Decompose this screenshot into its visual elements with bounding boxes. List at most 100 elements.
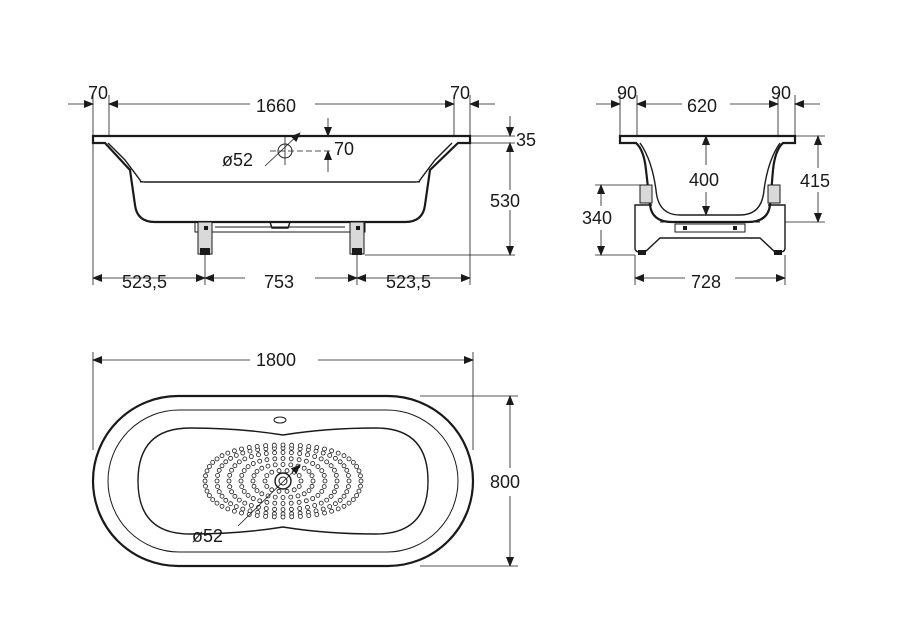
massage-dot bbox=[297, 451, 303, 456]
massage-dot bbox=[310, 461, 316, 466]
massage-dot bbox=[356, 488, 362, 494]
massage-dot bbox=[264, 473, 270, 479]
massage-dot bbox=[256, 452, 261, 458]
massage-dot bbox=[358, 483, 363, 489]
side-tub-inner bbox=[107, 142, 453, 183]
massage-dot bbox=[206, 493, 212, 498]
top-length-label: 1800 bbox=[256, 350, 296, 370]
massage-dot bbox=[297, 514, 303, 519]
massage-dot bbox=[265, 463, 271, 469]
massage-dot bbox=[345, 472, 351, 478]
end-leg-height-label: 340 bbox=[582, 208, 612, 228]
massage-dot bbox=[312, 454, 318, 459]
massage-dot bbox=[295, 493, 301, 499]
massage-dot bbox=[301, 491, 307, 497]
massage-dot bbox=[272, 456, 278, 462]
massage-dot bbox=[241, 488, 247, 494]
massage-dot bbox=[337, 497, 343, 503]
massage-dot bbox=[297, 506, 303, 511]
massage-dot bbox=[358, 473, 363, 479]
massage-dot bbox=[242, 456, 248, 462]
massage-dot bbox=[296, 499, 302, 505]
massage-dot bbox=[280, 442, 286, 448]
massage-dot bbox=[271, 442, 277, 448]
massage-dot bbox=[303, 498, 309, 504]
massage-dot bbox=[289, 514, 295, 520]
top-tub-rim bbox=[107, 409, 459, 553]
massage-dot bbox=[264, 499, 270, 505]
massage-dot bbox=[242, 500, 248, 506]
massage-dot bbox=[312, 503, 318, 508]
side-legs bbox=[194, 221, 366, 255]
end-tub-inner bbox=[639, 142, 781, 216]
massage-dot bbox=[318, 456, 324, 462]
massage-dot bbox=[223, 459, 229, 465]
massage-dot bbox=[341, 463, 347, 469]
massage-dot bbox=[231, 448, 237, 454]
massage-dot bbox=[271, 514, 277, 520]
massage-dot bbox=[250, 461, 256, 466]
massage-dot bbox=[331, 489, 337, 495]
top-overflow bbox=[273, 416, 287, 424]
massage-dot bbox=[341, 453, 347, 459]
massage-dot bbox=[344, 467, 350, 473]
massage-dot bbox=[259, 465, 265, 471]
top-tub-outer bbox=[91, 394, 475, 568]
massage-dot bbox=[251, 473, 257, 479]
massage-dot bbox=[296, 483, 302, 489]
massage-dot bbox=[288, 450, 294, 456]
massage-dot bbox=[310, 478, 316, 484]
massage-dot bbox=[322, 478, 328, 484]
massage-dot bbox=[272, 506, 278, 512]
massage-dot bbox=[335, 506, 341, 512]
end-inner-width-label: 620 bbox=[687, 96, 717, 116]
massage-dot bbox=[328, 463, 334, 469]
massage-dot bbox=[354, 493, 360, 498]
massage-dot bbox=[288, 506, 294, 512]
massage-dot bbox=[214, 456, 220, 462]
massage-dot bbox=[315, 464, 321, 470]
massage-dot bbox=[327, 504, 333, 510]
top-tub-basin bbox=[137, 427, 429, 535]
massage-dot bbox=[219, 503, 225, 509]
side-leg-left-offset-label: 523,5 bbox=[122, 272, 167, 292]
massage-dot bbox=[204, 488, 210, 494]
massage-dot bbox=[314, 445, 320, 450]
massage-dot bbox=[227, 484, 233, 490]
massage-dot bbox=[305, 452, 310, 458]
massage-dot bbox=[332, 501, 338, 507]
massage-dot bbox=[280, 495, 286, 500]
massage-dot bbox=[225, 450, 231, 456]
massage-dot bbox=[259, 491, 265, 497]
massage-dot bbox=[264, 457, 270, 463]
massage-dot bbox=[288, 456, 294, 462]
massage-dot bbox=[204, 468, 210, 474]
massage-dot bbox=[236, 459, 242, 465]
massage-dot bbox=[350, 497, 356, 503]
massage-dot bbox=[233, 452, 239, 458]
massage-dot bbox=[321, 472, 327, 478]
massage-dot bbox=[345, 484, 351, 490]
massage-dot bbox=[215, 484, 221, 490]
massage-dot bbox=[232, 463, 238, 469]
massage-dot bbox=[263, 506, 269, 511]
massage-dot bbox=[319, 488, 325, 494]
massage-dot bbox=[239, 446, 244, 452]
massage-dot bbox=[239, 472, 245, 478]
massage-dot bbox=[335, 450, 341, 456]
massage-dot bbox=[350, 459, 356, 465]
massage-dot bbox=[245, 492, 251, 498]
massage-dot bbox=[223, 497, 229, 503]
massage-dot bbox=[329, 508, 335, 514]
massage-dot bbox=[239, 484, 245, 490]
massage-dot bbox=[262, 478, 268, 484]
massage-dot bbox=[214, 500, 220, 506]
massage-dot bbox=[240, 450, 246, 456]
massage-dot bbox=[280, 450, 286, 455]
massage-dot bbox=[276, 488, 282, 494]
massage-dot bbox=[272, 500, 278, 506]
side-rim-thickness-label: 35 bbox=[516, 130, 536, 150]
massage-dot bbox=[329, 448, 335, 454]
massage-dot bbox=[229, 489, 235, 495]
massage-dot bbox=[318, 500, 324, 506]
